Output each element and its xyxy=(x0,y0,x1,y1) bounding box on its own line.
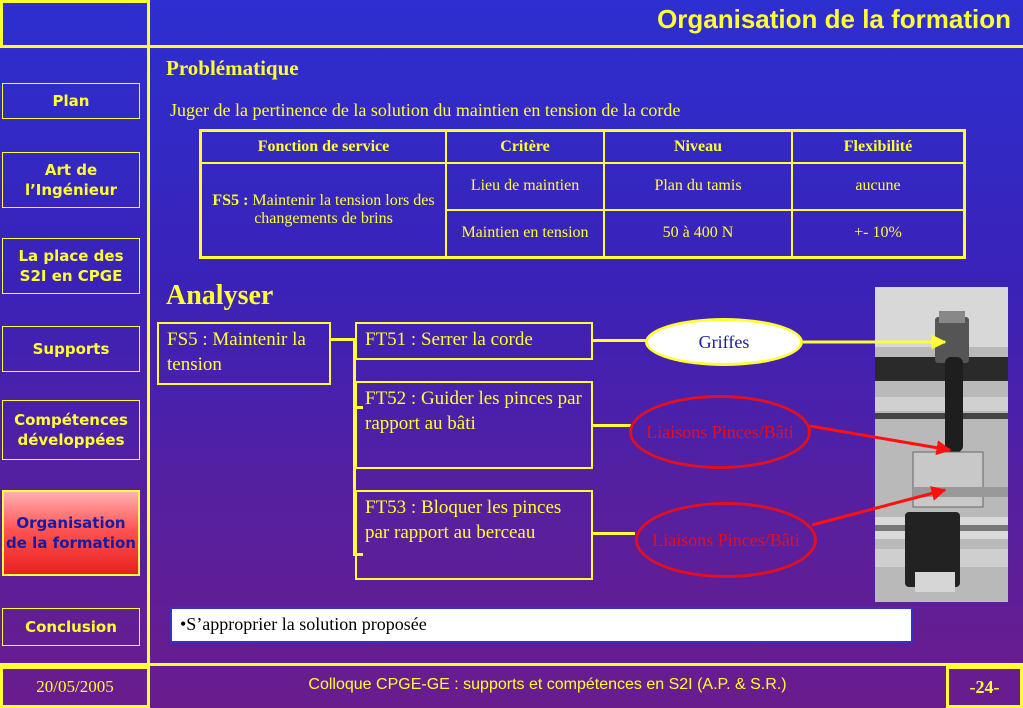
connector-line xyxy=(593,424,633,427)
nav-supports[interactable]: Supports xyxy=(2,326,140,372)
table-header: Critère xyxy=(445,129,605,164)
table-row: Maintien en tension 50 à 400 N +- 10% xyxy=(201,208,966,259)
ft52-box: FT52 : Guider les pinces par rapport au … xyxy=(355,381,593,469)
ft51-box: FT51 : Serrer la corde xyxy=(355,322,593,360)
nav-plan[interactable]: Plan xyxy=(2,83,140,119)
table-cell: +- 10% xyxy=(791,208,966,259)
nav-organisation[interactable]: Organisation de la formation xyxy=(2,490,140,576)
footer-date: 20/05/2005 xyxy=(0,666,150,708)
problematique-text: Juger de la pertinence de la solution du… xyxy=(170,100,681,120)
analyser-heading: Analyser xyxy=(166,280,274,311)
nav-conclusion[interactable]: Conclusion xyxy=(2,608,140,646)
table-header: Fonction de service xyxy=(199,129,447,164)
connector-line xyxy=(353,338,356,556)
sidebar-divider xyxy=(147,0,150,665)
nav-art-ingenieur[interactable]: Art de l’Ingénieur xyxy=(2,152,140,208)
function-code: FS5 : xyxy=(212,192,249,209)
connector-line xyxy=(331,338,355,341)
liaison-arrow-2 xyxy=(811,486,947,527)
liaisons-ellipse-2: Liaisons Pinces/Bâti xyxy=(635,502,817,578)
table-cell: Maintien en tension xyxy=(445,208,605,259)
connector-line xyxy=(353,406,363,409)
corner-box xyxy=(0,0,150,48)
griffes-ellipse: Griffes xyxy=(645,318,803,366)
arrows-overlay xyxy=(803,334,952,527)
table-header-row: Fonction de service Critère Niveau Flexi… xyxy=(199,129,966,164)
connector-line xyxy=(593,532,635,535)
page-number: -24- xyxy=(946,666,1023,708)
ft53-box: FT53 : Bloquer les pinces par rapport au… xyxy=(355,490,593,580)
table-cell: aucune xyxy=(791,162,966,211)
nav-place-s2i[interactable]: La place des S2I en CPGE xyxy=(2,238,140,294)
slide-title: Organisation de la formation xyxy=(657,4,1011,34)
nav-competences[interactable]: Compétences développées xyxy=(2,400,140,460)
footer-divider xyxy=(0,663,1023,666)
function-cell: FS5 : Maintenir la tension lors des chan… xyxy=(199,162,447,259)
table-cell: Plan du tamis xyxy=(603,162,793,211)
problematique-heading: Problématique xyxy=(166,56,299,80)
table-cell: 50 à 400 N xyxy=(603,208,793,259)
connector-line xyxy=(593,339,647,342)
header-divider xyxy=(0,45,1023,48)
table-row: FS5 : Maintenir la tension lors des chan… xyxy=(199,162,966,259)
spec-table: Fonction de service Critère Niveau Flexi… xyxy=(199,129,966,259)
table-header: Flexibilité xyxy=(791,129,966,164)
connector-line xyxy=(353,553,363,556)
table-cell: Lieu de maintien xyxy=(445,162,605,211)
table-header: Niveau xyxy=(603,129,793,164)
bullet-box: •S’approprier la solution proposée xyxy=(170,607,913,643)
liaison-arrow-1 xyxy=(809,424,952,456)
liaisons-ellipse-1: Liaisons Pinces/Bâti xyxy=(629,395,811,469)
fs5-box: FS5 : Maintenir la tension xyxy=(157,322,331,385)
footer-text: Colloque CPGE-GE : supports et compétenc… xyxy=(308,676,787,693)
function-text: Maintenir la tension lors des changement… xyxy=(252,192,435,227)
